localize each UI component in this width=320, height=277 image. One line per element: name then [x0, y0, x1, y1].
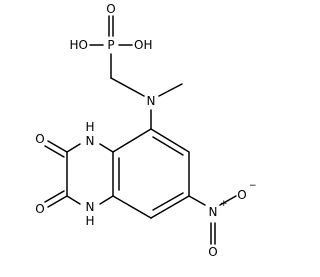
atom-oh-right: OH: [134, 38, 152, 52]
atom-carbonyl-top-o: O: [35, 132, 44, 146]
atom-oxo-o: O: [106, 2, 115, 16]
bond-ch2-n: [110, 77, 145, 97]
atom-nh-top-n: N: [86, 134, 95, 148]
atom-nitro-o-minus: O: [237, 188, 246, 202]
bond-nitro-o-minus: [219, 195, 237, 206]
atom-carbonyl-bottom-o: O: [35, 202, 44, 216]
bond-c7-nitro: [188, 195, 206, 206]
bond-c8-c8a: [112, 195, 152, 219]
bond-c2-o-a: [47, 195, 68, 208]
atom-nh-bottom-h: H: [85, 214, 94, 228]
atom-nitro-o-minus-charge: −: [249, 181, 257, 191]
atom-nh-top-h: H: [85, 120, 94, 134]
bond-c7-c8: [150, 195, 190, 219]
atom-phosphorus: P: [107, 38, 114, 52]
bond-c5-c6: [150, 128, 190, 153]
atom-nitro-n: N: [209, 205, 218, 219]
bond-c5-c6-inner: [152, 136, 184, 156]
bond-c4a-c5: [112, 128, 152, 153]
bond-n-methyl: [158, 83, 183, 97]
bond-c2-n1: [66, 195, 81, 205]
atom-amine-n: N: [147, 94, 156, 108]
bond-c2-o-b: [44, 190, 65, 203]
atom-labels: O HO P OH N H N O O N H N + O − O: [35, 2, 256, 259]
bond-c4a-n4: [99, 143, 114, 153]
bond-n4-c3: [66, 143, 81, 153]
atom-nitro-n-charge: +: [220, 199, 228, 209]
chemical-structure: O HO P OH N H N O O N H N + O − O: [35, 2, 256, 259]
atom-nitro-o-top: O: [208, 245, 217, 259]
bond-n1-c8a: [99, 195, 114, 205]
atom-ho-left: HO: [70, 38, 88, 52]
atom-nh-bottom-n: N: [86, 200, 95, 214]
bond-c3-o-b: [44, 145, 65, 158]
bonds: [44, 15, 237, 245]
bond-c3-o-a: [47, 140, 68, 153]
bond-c7-c8-inner: [152, 192, 184, 211]
